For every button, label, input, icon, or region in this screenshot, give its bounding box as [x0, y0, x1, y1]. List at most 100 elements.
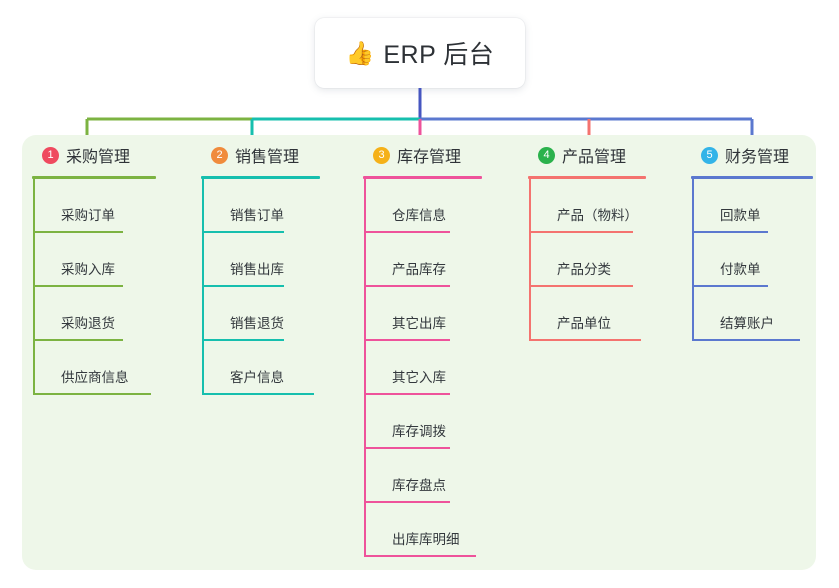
- branch-item[interactable]: 付款单: [692, 233, 813, 287]
- branch-header-1[interactable]: 1 采购管理: [22, 135, 156, 175]
- branch-item[interactable]: 产品库存: [364, 233, 482, 287]
- branch-title: 采购管理: [66, 149, 131, 166]
- branch-item-label: 结算账户: [720, 316, 774, 331]
- branch-item-rule: [364, 393, 450, 395]
- branch-item-label: 产品（物料）: [557, 208, 638, 223]
- branch-item-rule: [364, 555, 476, 557]
- branch-item-list: 回款单付款单结算账户: [681, 179, 813, 341]
- branch-item-label: 产品分类: [557, 262, 611, 277]
- branch-item-rule: [364, 231, 450, 233]
- branch-column-销售管理: 2 销售管理销售订单销售出库销售退货客户信息: [191, 135, 320, 395]
- branch-item-list: 产品（物料） 产品分类产品单位: [518, 179, 646, 341]
- branch-item[interactable]: 销售出库: [202, 233, 320, 287]
- branch-item[interactable]: 客户信息: [202, 341, 320, 395]
- branch-item[interactable]: 销售退货: [202, 287, 320, 341]
- branch-item-label: 回款单: [720, 208, 761, 223]
- branch-item-rule: [692, 339, 800, 341]
- branch-header-rule: [363, 176, 482, 179]
- branch-item-rule: [364, 285, 450, 287]
- branch-item-rule: [33, 393, 151, 395]
- branch-item-label: 产品库存: [392, 262, 446, 277]
- branch-number-badge: 5: [701, 146, 718, 164]
- branch-item[interactable]: 采购订单: [33, 179, 156, 233]
- branch-item[interactable]: 回款单: [692, 179, 813, 233]
- branch-item-list: 采购订单采购入库采购退货供应商信息: [22, 179, 156, 395]
- branch-item-rule: [529, 285, 633, 287]
- branch-item[interactable]: 出库库明细: [364, 503, 482, 557]
- branch-item-rule: [529, 231, 633, 233]
- branch-header-rule: [528, 176, 646, 179]
- branch-title: 财务管理: [725, 149, 790, 166]
- branch-item[interactable]: 产品分类: [529, 233, 646, 287]
- branch-spine: [529, 179, 531, 341]
- branch-item[interactable]: 供应商信息: [33, 341, 156, 395]
- root-node-label: ERP 后台: [383, 41, 495, 69]
- branch-spine: [202, 179, 204, 395]
- branch-item-label: 仓库信息: [392, 208, 446, 223]
- branch-spine: [33, 179, 35, 395]
- branch-number-badge: 2: [211, 146, 228, 164]
- branch-item-label: 客户信息: [230, 370, 284, 385]
- branch-item-rule: [364, 447, 450, 449]
- branch-item-label: 采购入库: [61, 262, 115, 277]
- branch-item[interactable]: 其它出库: [364, 287, 482, 341]
- branch-title: 销售管理: [235, 149, 300, 166]
- branch-number-badge: 4: [538, 146, 555, 164]
- branch-item[interactable]: 采购入库: [33, 233, 156, 287]
- branch-item-label: 产品单位: [557, 316, 611, 331]
- branch-header-rule: [201, 176, 320, 179]
- root-node-content: 👍 ERP 后台: [346, 35, 495, 71]
- branch-columns: 1 采购管理采购订单采购入库采购退货供应商信息 2 销售管理销售订单销售出库销售退货客…: [22, 135, 816, 570]
- branch-item-label: 付款单: [720, 262, 761, 277]
- branch-number-badge: 3: [373, 146, 390, 164]
- branch-column-采购管理: 1 采购管理采购订单采购入库采购退货供应商信息: [22, 135, 156, 395]
- branch-item-rule: [33, 339, 123, 341]
- branch-spine: [364, 179, 366, 557]
- root-node-card[interactable]: 👍 ERP 后台: [315, 18, 525, 88]
- branch-item-label: 其它入库: [392, 370, 446, 385]
- branch-item[interactable]: 产品单位: [529, 287, 646, 341]
- branch-item-list: 仓库信息产品库存其它出库其它入库库存调拨库存盘点出库库明细: [353, 179, 482, 557]
- branch-item-label: 库存盘点: [392, 478, 446, 493]
- branch-item-label: 供应商信息: [61, 370, 129, 385]
- branch-item[interactable]: 产品（物料）: [529, 179, 646, 233]
- branch-header-3[interactable]: 3 库存管理: [353, 135, 482, 175]
- branch-item-rule: [202, 339, 284, 341]
- branch-item[interactable]: 库存调拨: [364, 395, 482, 449]
- branch-title: 产品管理: [562, 149, 627, 166]
- branch-item-label: 其它出库: [392, 316, 446, 331]
- branches-panel: [22, 135, 816, 570]
- branch-item-label: 出库库明细: [392, 532, 460, 547]
- branch-item-rule: [692, 285, 768, 287]
- branch-item-rule: [692, 231, 768, 233]
- branch-item[interactable]: 库存盘点: [364, 449, 482, 503]
- branch-column-库存管理: 3 库存管理仓库信息产品库存其它出库其它入库库存调拨库存盘点出库库明细: [353, 135, 482, 557]
- branch-item[interactable]: 其它入库: [364, 341, 482, 395]
- branch-item-rule: [529, 339, 641, 341]
- branch-item[interactable]: 销售订单: [202, 179, 320, 233]
- branch-column-产品管理: 4 产品管理产品（物料） 产品分类产品单位: [518, 135, 646, 341]
- branch-item-rule: [202, 285, 284, 287]
- branch-item-label: 采购退货: [61, 316, 115, 331]
- branch-item-rule: [33, 231, 123, 233]
- branch-item[interactable]: 仓库信息: [364, 179, 482, 233]
- branch-number-badge: 1: [42, 146, 59, 164]
- branch-item[interactable]: 采购退货: [33, 287, 156, 341]
- branch-item[interactable]: 结算账户: [692, 287, 813, 341]
- branch-item-rule: [364, 339, 450, 341]
- branch-title: 库存管理: [397, 149, 462, 166]
- branch-item-label: 销售订单: [230, 208, 284, 223]
- branch-header-rule: [32, 176, 156, 179]
- branch-header-2[interactable]: 2 销售管理: [191, 135, 320, 175]
- branch-header-4[interactable]: 4 产品管理: [518, 135, 646, 175]
- branch-header-rule: [691, 176, 813, 179]
- branch-header-5[interactable]: 5 财务管理: [681, 135, 813, 175]
- thumbs-up-icon: 👍: [345, 39, 375, 66]
- branch-item-rule: [364, 501, 450, 503]
- branch-item-label: 销售出库: [230, 262, 284, 277]
- branch-column-财务管理: 5 财务管理回款单付款单结算账户: [681, 135, 813, 341]
- branch-item-label: 销售退货: [230, 316, 284, 331]
- branch-item-list: 销售订单销售出库销售退货客户信息: [191, 179, 320, 395]
- branch-item-label: 采购订单: [61, 208, 115, 223]
